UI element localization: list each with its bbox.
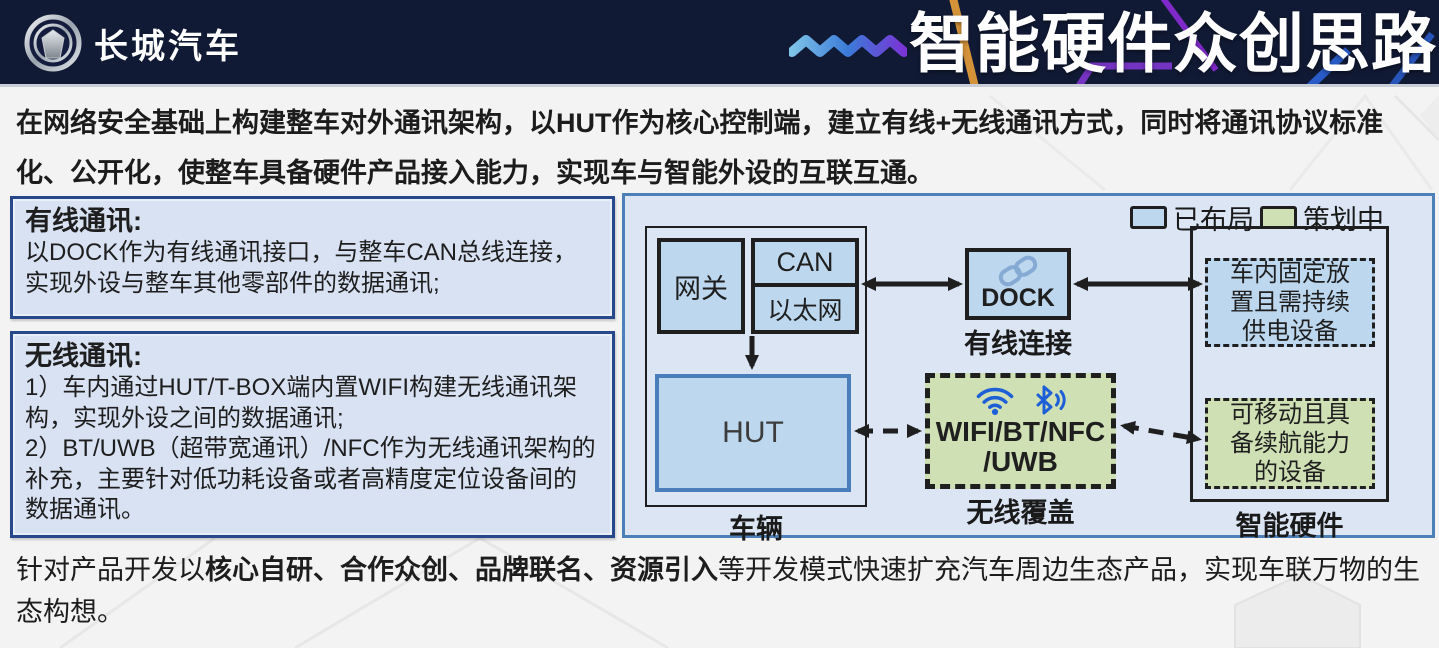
bluetooth-icon: [1036, 385, 1066, 415]
wireless-communication-box: 无线通讯: 1）车内通过HUT/T-BOX端内置WIFI构建无线通讯架构，实现外…: [10, 331, 615, 538]
vehicle-label: 车辆: [729, 514, 783, 544]
intro-paragraph: 在网络安全基础上构建整车对外通讯架构，以HUT作为核心控制端，建立有线+无线通讯…: [16, 108, 1384, 188]
legend-deployed-label: 已布局: [1173, 205, 1254, 235]
company-logo: 长城汽车: [24, 14, 242, 72]
can-node: CAN: [751, 238, 859, 287]
gateway-node: 网关: [657, 238, 745, 334]
wireless-coverage-label: 无线覆盖: [966, 498, 1075, 528]
wireless-node-line1: WIFI/BT/NFC: [935, 416, 1106, 447]
diagram-legend: 已布局 策划中: [1130, 198, 1384, 237]
wired-box-body: 以DOCK作为有线通讯接口，与整车CAN总线连接，实现外设与整车其他零部件的数据…: [25, 239, 578, 297]
wireless-node-line2: /UWB: [983, 446, 1058, 477]
wireless-box-line1: 1）车内通过HUT/T-BOX端内置WIFI构建无线通讯架构，实现外设之间的数据…: [25, 374, 577, 432]
dock-label: DOCK: [981, 284, 1055, 312]
header-bar: 长城汽车 智能硬件众创思路: [0, 0, 1439, 87]
architecture-diagram: 已布局 策划中 网关 CAN 以太网 HUT 车辆 DOCK 有线连接: [622, 193, 1435, 544]
legend-planning-label: 策划中: [1303, 205, 1384, 235]
header-decoration: [949, 0, 1435, 84]
wireless-coverage-node: WIFI/BT/NFC /UWB: [925, 373, 1116, 489]
footer-prefix: 针对产品开发以: [16, 555, 205, 585]
wired-box-title: 有线通讯:: [25, 206, 142, 236]
footer-suffix: 等开发模式快速扩充汽车周边生态产品，实现车联万物的生态构想。: [16, 555, 1420, 627]
fixed-device-text: 车内固定放置且需持续供电设备: [1230, 260, 1350, 345]
chain-link-icon: [998, 255, 1038, 287]
mobile-device-text: 可移动且具备续航能力的设备: [1230, 401, 1350, 486]
legend-deployed-swatch: [1130, 206, 1167, 229]
wifi-icon: [976, 387, 1013, 415]
wired-communication-box: 有线通讯: 以DOCK作为有线通讯接口，与整车CAN总线连接，实现外设与整车其他…: [10, 196, 615, 319]
logo-text: 长城汽车: [94, 27, 242, 66]
page-title: 智能硬件众创思路: [908, 7, 1437, 80]
wireless-box-line2: 2）BT/UWB（超带宽通讯）/NFC作为无线通讯架构的补充，主要针对低功耗设备…: [25, 435, 596, 523]
gwm-logo-badge-icon: [24, 14, 82, 72]
wired-link-label: 有线连接: [964, 329, 1072, 359]
fixed-device-box: 车内固定放置且需持续供电设备: [1205, 258, 1375, 347]
wireless-box-title: 无线通讯:: [25, 341, 142, 371]
zigzag-line-icon: [788, 34, 907, 57]
dock-node: DOCK: [965, 248, 1071, 320]
footer-bold-terms: 核心自研、合作众创、品牌联名、资源引入: [205, 555, 718, 585]
hut-node: HUT: [655, 374, 851, 492]
smart-hardware-label: 智能硬件: [1235, 511, 1344, 541]
vehicle-group-box: [645, 226, 867, 507]
footer-paragraph: 针对产品开发以核心自研、合作众创、品牌联名、资源引入等开发模式快速扩充汽车周边生…: [16, 549, 1428, 633]
mobile-device-box: 可移动且具备续航能力的设备: [1205, 398, 1375, 489]
ethernet-node: 以太网: [751, 283, 859, 334]
smart-hardware-group-box: [1190, 226, 1389, 502]
